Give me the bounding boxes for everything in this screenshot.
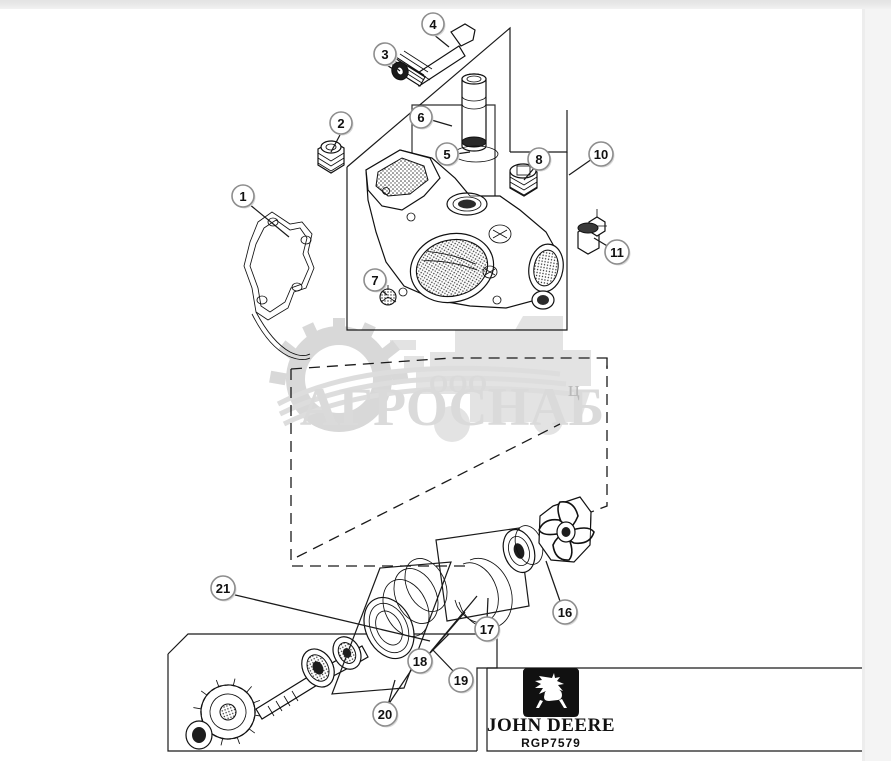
callout-19: 19 xyxy=(448,667,475,694)
callout-number-1: 1 xyxy=(239,189,246,204)
callout-3: 3 xyxy=(373,42,398,67)
watermark-swoosh xyxy=(276,365,573,427)
callout-circle-19 xyxy=(448,667,474,693)
john-deere-brand: JOHN DEERE RGP7579 xyxy=(487,668,615,750)
housing-detail-lines xyxy=(382,177,521,305)
callout-11: 11 xyxy=(604,239,631,266)
watermark-agrosnab-text: АГРОСНАБ xyxy=(300,377,604,437)
part-wear-ring xyxy=(502,525,544,574)
callout-7: 7 xyxy=(363,268,388,293)
callout-10: 10 xyxy=(588,141,615,168)
leaping-deer-icon xyxy=(523,668,579,717)
part-bearing-outer xyxy=(301,648,335,688)
part-snap-ring xyxy=(435,527,530,629)
callout-4: 4 xyxy=(421,12,446,37)
part-seal xyxy=(363,558,448,660)
callout-number-17: 17 xyxy=(480,622,494,637)
callout-circle-20 xyxy=(372,701,398,727)
bearing-group-frame xyxy=(331,561,452,695)
callout-number-8: 8 xyxy=(535,152,542,167)
callout-number-5: 5 xyxy=(443,147,450,162)
watermark-gear-icon xyxy=(269,318,409,432)
callout-circle-6 xyxy=(409,105,433,129)
callout-number-20: 20 xyxy=(378,707,392,722)
callout-circle-5 xyxy=(435,142,459,166)
top-gray-band xyxy=(0,0,891,9)
callout-circle-17 xyxy=(474,616,500,642)
sheet-edge-shadow xyxy=(862,9,865,761)
callout-circle-10 xyxy=(588,141,614,167)
callout-number-11: 11 xyxy=(610,245,624,260)
part-impeller xyxy=(538,496,595,563)
callout-20: 20 xyxy=(372,701,399,728)
callout-2: 2 xyxy=(329,111,354,136)
callout-group: 1 2 3 4 5 6 7 8 10 11 16 17 18 19 20 21 xyxy=(210,12,631,728)
callout-circle-1 xyxy=(231,184,255,208)
callout-circle-8 xyxy=(527,147,551,171)
callout-circle-7 xyxy=(363,268,387,292)
callout-6: 6 xyxy=(409,105,434,130)
callout-number-4: 4 xyxy=(429,17,437,32)
callout-18: 18 xyxy=(407,648,434,675)
callout-number-6: 6 xyxy=(417,110,424,125)
callout-circle-18 xyxy=(407,648,433,674)
callout-number-3: 3 xyxy=(381,47,388,62)
callout-number-18: 18 xyxy=(413,654,427,669)
callout-21: 21 xyxy=(210,575,237,602)
callout-number-2: 2 xyxy=(337,116,344,131)
callout-circle-2 xyxy=(329,111,353,135)
callout-number-10: 10 xyxy=(594,147,608,162)
callout-circle-4 xyxy=(421,12,445,36)
callout-number-16: 16 xyxy=(558,605,572,620)
callout-circle-11 xyxy=(604,239,630,265)
callout-number-19: 19 xyxy=(454,673,468,688)
part-bushing-sleeve xyxy=(461,73,487,152)
callout-circle-3 xyxy=(373,42,397,66)
callout-5: 5 xyxy=(435,142,460,167)
brand-name: JOHN DEERE xyxy=(487,715,615,736)
watermark-ooo: ООО xyxy=(429,371,487,398)
brand-reference-code: RGP7579 xyxy=(521,736,581,750)
callout-number-21: 21 xyxy=(216,581,230,596)
part-gasket xyxy=(243,211,315,361)
callout-8: 8 xyxy=(527,147,552,172)
callout-1: 1 xyxy=(231,184,256,209)
part-drive-gear xyxy=(185,678,263,750)
callout-16: 16 xyxy=(552,599,579,626)
callout-number-7: 7 xyxy=(371,273,378,288)
watermark-combine-icon xyxy=(390,316,591,442)
watermark-agrosnab: ООО АГРОСНАБ xyxy=(269,316,604,442)
callout-circle-21 xyxy=(210,575,236,601)
stray-glyph: ц xyxy=(568,376,580,401)
part-fitting xyxy=(577,209,607,255)
callout-17: 17 xyxy=(474,616,501,643)
part-pump-housing xyxy=(365,149,564,310)
callout-circle-16 xyxy=(552,599,578,625)
part-plug-left xyxy=(317,140,345,174)
